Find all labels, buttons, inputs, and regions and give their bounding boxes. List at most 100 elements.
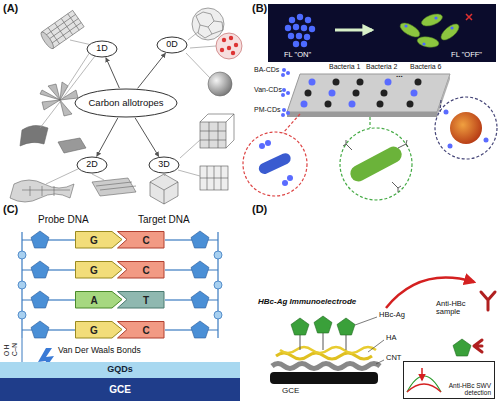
swv-detection-box: Anti-HBc SWV detection <box>403 361 495 399</box>
text-label: HBc-Ag <box>379 311 405 319</box>
text-label: Bacteria 1 <box>329 63 361 71</box>
node-shape <box>76 232 123 249</box>
node-shape <box>149 157 179 173</box>
dimension-ellipse: 2D <box>76 156 108 174</box>
text-label: Van-CDs <box>254 86 282 94</box>
node-label: C <box>142 325 149 336</box>
text-label: C–N <box>11 343 18 356</box>
sensor-array <box>287 74 450 112</box>
node-label: Anti-HBc SWV detection <box>443 382 491 396</box>
gce-layer: GCE <box>0 378 240 401</box>
nanoribbon <box>20 125 48 146</box>
dimension-ellipse: 0D <box>156 36 188 54</box>
node-shape <box>118 232 165 249</box>
nucleobase-box: A <box>75 291 123 309</box>
node-label: T <box>143 295 149 306</box>
probe-icon <box>281 68 290 117</box>
node-outline <box>75 231 123 249</box>
carbon-dot <box>208 72 232 96</box>
text-label: Bacteria 2 <box>366 63 398 71</box>
node-outline <box>75 261 123 279</box>
bound-antibody <box>474 340 482 352</box>
text-label: ... <box>396 71 403 80</box>
node-shape <box>75 89 177 117</box>
text-label: Bacteria 6 <box>410 63 442 71</box>
nucleobase-box: C <box>117 231 165 249</box>
node-shape <box>76 292 123 309</box>
text-label: PM-CDs <box>254 106 280 114</box>
node-label: 3D <box>158 160 170 170</box>
bacterium <box>348 144 405 184</box>
bacteria <box>398 12 462 49</box>
node-shape <box>87 41 117 57</box>
nucleobase-box: T <box>117 291 165 309</box>
nanotube <box>39 10 84 50</box>
connector-arrow <box>97 118 118 157</box>
node-outline <box>117 291 165 309</box>
category-ellipse: Carbon allotropes <box>74 88 178 118</box>
node-label: 1D <box>96 44 108 54</box>
fluorescence-panel: FL "ON" FL "OFF" <box>268 4 496 62</box>
nucleobase-box: G <box>75 261 123 279</box>
text-label: Van Der Waals Bonds <box>58 346 141 355</box>
dimension-ellipse: 3D <box>148 156 180 174</box>
zoom-circle <box>243 97 497 200</box>
leader-line <box>40 32 216 184</box>
node-shape <box>76 322 123 339</box>
dark-panel <box>268 4 496 62</box>
text-label: (B) <box>252 2 267 14</box>
node-label: G <box>90 265 98 276</box>
cnt-layer <box>272 364 380 369</box>
node-label: 2D <box>86 160 98 170</box>
text-label: (D) <box>252 203 267 215</box>
text-label: Anti-HBc sample <box>436 300 480 317</box>
node-label: GQDs <box>107 365 133 375</box>
node-label: A <box>90 295 97 306</box>
fluorescence-sensing-art <box>243 4 497 200</box>
connector-arrow <box>138 53 166 88</box>
leader-line <box>355 317 384 364</box>
carbon-allotrope-art <box>10 8 242 204</box>
nanoflower <box>40 82 78 116</box>
node-outline <box>117 261 165 279</box>
text-label: (A) <box>3 2 18 14</box>
node-shape <box>77 157 107 173</box>
array-well <box>301 79 422 108</box>
graphene-stack <box>92 178 136 196</box>
sugar-pentagon <box>31 231 209 338</box>
cell <box>450 112 482 144</box>
text-label: Probe DNA <box>38 214 89 225</box>
graphene-sheet <box>10 180 74 202</box>
text-label: HA <box>386 334 396 342</box>
nucleobase-box: C <box>117 321 165 339</box>
node-shape <box>118 292 165 309</box>
nucleobase-box: G <box>75 231 123 249</box>
dna-backbone <box>22 232 218 338</box>
node-label: GCE <box>109 384 131 395</box>
text-label: BA-CDs <box>254 66 279 74</box>
node-label: FL "ON" <box>284 51 311 59</box>
node-outline <box>117 231 165 249</box>
node-outline <box>75 291 123 309</box>
process-arrow <box>335 29 372 32</box>
node-shape <box>118 322 165 339</box>
node-label: 0D <box>166 40 178 50</box>
node-label: G <box>90 325 98 336</box>
node-outline <box>75 321 123 339</box>
bacterium <box>257 151 292 175</box>
electrode-bar <box>270 372 378 384</box>
node-label: FL "OFF" <box>451 51 482 59</box>
node-shape <box>157 37 187 53</box>
phosphate <box>18 251 222 319</box>
text-label: Target DNA <box>138 214 190 225</box>
node-label: C <box>142 265 149 276</box>
text-label: HBc-Ag Immunoelectrode <box>258 298 356 307</box>
node-shape <box>76 262 123 279</box>
node-outline <box>117 321 165 339</box>
immunosensor-art <box>270 278 495 392</box>
3d-lattice <box>150 114 234 204</box>
gqd-layer: GQDs <box>0 362 240 378</box>
